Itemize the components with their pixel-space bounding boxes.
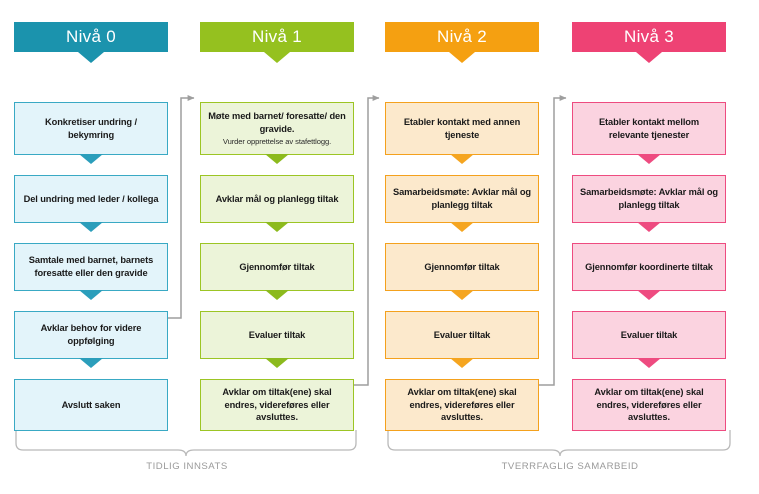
step-box[interactable]: Konkretiser undring / bekymring — [14, 102, 168, 164]
step-title: Gjennomfør tiltak — [239, 261, 315, 272]
bracket-tverrfaglig-samarbeid — [387, 430, 731, 457]
step-title: Samarbeidsmøte: Avklar mål og planlegg t… — [580, 187, 718, 210]
step-box[interactable]: Evaluer tiltak — [200, 311, 354, 368]
step-title: Samarbeidsmøte: Avklar mål og planlegg t… — [393, 187, 531, 210]
step-title: Etabler kontakt mellom relevante tjenest… — [598, 116, 700, 140]
column-header-label: Nivå 0 — [66, 27, 116, 46]
step-box[interactable]: Etabler kontakt med annen tjeneste — [385, 102, 539, 164]
step-box[interactable]: Samtale med barnet, barnets foresatte el… — [14, 243, 168, 300]
step-box[interactable]: Evaluer tiltak — [572, 311, 726, 368]
column-header-niva-2[interactable]: Nivå 2 — [385, 22, 539, 63]
step-title: Avklar om tiltak(ene) skal endres, vider… — [594, 387, 704, 423]
column-header-label: Nivå 1 — [252, 27, 302, 46]
step-title: Evaluer tiltak — [620, 329, 678, 340]
step-title: Avslutt saken — [61, 399, 121, 410]
connector-niva0-to-niva1 — [168, 95, 195, 319]
step-title: Gjennomfør koordinerte tiltak — [585, 261, 713, 272]
step-title: Evaluer tiltak — [248, 329, 306, 340]
column-header-niva-3[interactable]: Nivå 3 — [572, 22, 726, 63]
bracket-label-tverrfaglig-samarbeid: TVERRFAGLIG SAMARBEID — [501, 461, 639, 472]
step-title: Samtale med barnet, barnets foresatte el… — [28, 255, 154, 278]
step-title: Avklar behov for videre oppfølging — [40, 323, 142, 346]
step-subtitle: Vurder opprettelse av stafettlogg. — [222, 136, 332, 146]
connector-niva1-to-niva2 — [354, 95, 380, 386]
step-box[interactable]: Samarbeidsmøte: Avklar mål og planlegg t… — [572, 175, 726, 232]
column-header-label: Nivå 2 — [437, 27, 487, 46]
step-box[interactable]: Avklar om tiltak(ene) skal endres, vider… — [572, 379, 726, 431]
step-box[interactable]: Avslutt saken — [14, 379, 168, 431]
step-box[interactable]: Evaluer tiltak — [385, 311, 539, 368]
column-niva-1: Nivå 1 Møte med barnet/ foresatte/ den g… — [200, 22, 354, 431]
step-box[interactable]: Møte med barnet/ foresatte/ den gravide.… — [200, 102, 354, 164]
step-title: Avklar om tiltak(ene) skal endres, vider… — [407, 387, 517, 423]
step-box[interactable]: Samarbeidsmøte: Avklar mål og planlegg t… — [385, 175, 539, 232]
step-title: Etabler kontakt med annen tjeneste — [403, 116, 521, 140]
column-header-label: Nivå 3 — [624, 27, 674, 46]
step-title: Gjennomfør tiltak — [424, 261, 500, 272]
column-header-niva-1[interactable]: Nivå 1 — [200, 22, 354, 63]
step-box[interactable]: Avklar behov for videre oppfølging — [14, 311, 168, 368]
step-box[interactable]: Gjennomfør tiltak — [385, 243, 539, 300]
step-box[interactable]: Del undring med leder / kollega — [14, 175, 168, 232]
connector-niva2-to-niva3 — [539, 95, 567, 386]
bracket-label-tidlig-innsats: TIDLIG INNSATS — [146, 461, 228, 472]
column-header-niva-0[interactable]: Nivå 0 — [14, 22, 168, 63]
step-title: Avklar mål og planlegg tiltak — [215, 193, 339, 204]
step-box[interactable]: Gjennomfør tiltak — [200, 243, 354, 300]
step-box[interactable]: Avklar om tiltak(ene) skal endres, vider… — [385, 379, 539, 431]
bracket-tidlig-innsats — [15, 430, 357, 457]
step-box[interactable]: Avklar om tiltak(ene) skal endres, vider… — [200, 379, 354, 431]
step-title: Møte med barnet/ foresatte/ den gravide. — [208, 111, 346, 134]
step-box[interactable]: Gjennomfør koordinerte tiltak — [572, 243, 726, 300]
step-title: Del undring med leder / kollega — [23, 193, 159, 204]
column-niva-3: Nivå 3 Etabler kontakt mellom relevante … — [572, 22, 726, 431]
step-box[interactable]: Avklar mål og planlegg tiltak — [200, 175, 354, 232]
column-niva-0: Nivå 0 Konkretiser undring / bekymring D… — [14, 22, 168, 431]
step-title: Konkretiser undring / bekymring — [45, 116, 137, 140]
column-niva-2: Nivå 2 Etabler kontakt med annen tjenest… — [385, 22, 539, 431]
step-box[interactable]: Etabler kontakt mellom relevante tjenest… — [572, 102, 726, 164]
step-title: Avklar om tiltak(ene) skal endres, vider… — [222, 387, 332, 423]
step-title: Evaluer tiltak — [433, 329, 491, 340]
